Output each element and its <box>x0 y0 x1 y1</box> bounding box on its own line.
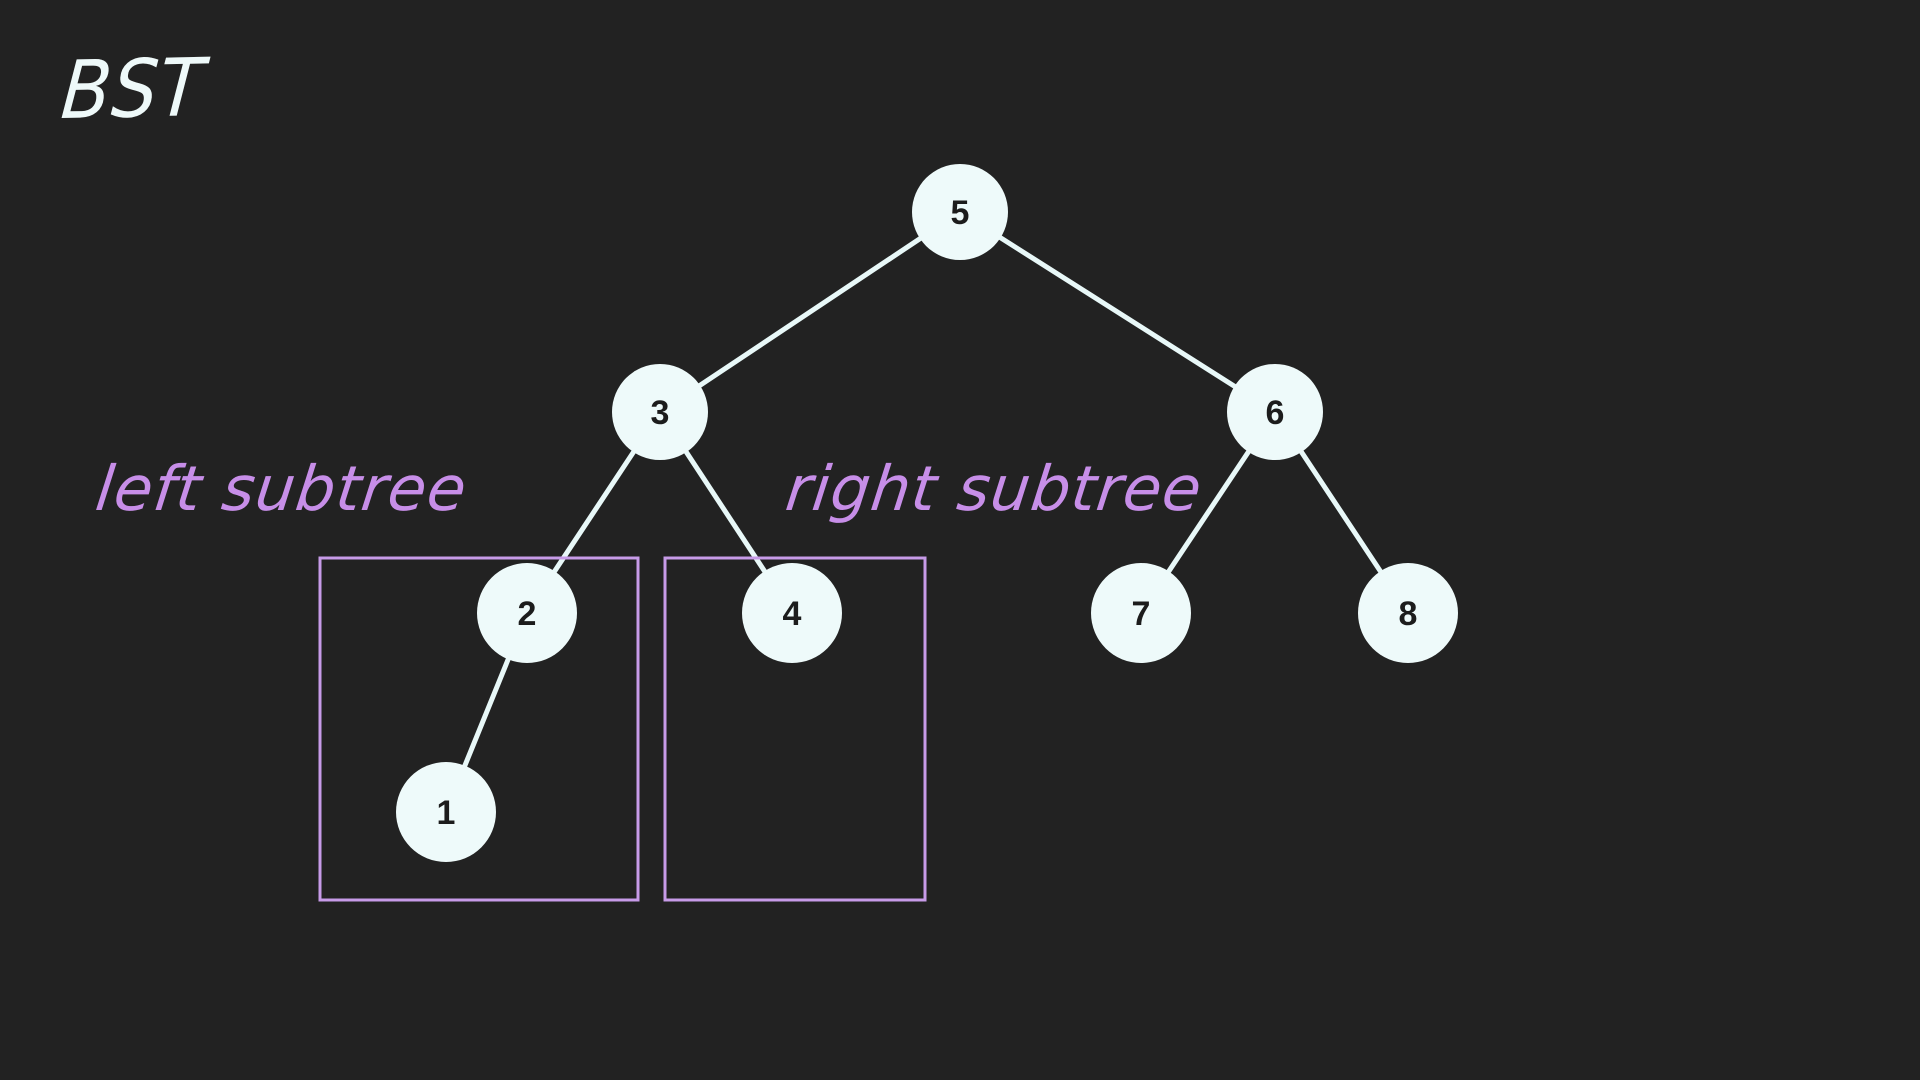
node-label-3: 3 <box>651 394 670 432</box>
node-circle-3[interactable] <box>612 364 708 460</box>
node-label-6: 6 <box>1266 394 1285 432</box>
node-label-1: 1 <box>437 794 456 832</box>
tree-nodes-group: 5 3 6 2 4 7 8 1 <box>396 164 1458 862</box>
node-label-5: 5 <box>951 194 970 232</box>
subtree-highlight-box-right <box>663 556 927 902</box>
annotation-right-subtree: right subtree <box>782 452 1207 525</box>
tree-node-3[interactable]: 3 <box>612 364 708 460</box>
tree-node-4[interactable]: 4 <box>742 563 842 663</box>
tree-node-2[interactable]: 2 <box>477 563 577 663</box>
node-label-7: 7 <box>1132 595 1151 633</box>
node-circle-6[interactable] <box>1227 364 1323 460</box>
node-circle-4[interactable] <box>742 563 842 663</box>
subtree-highlight-box-left <box>318 556 640 902</box>
node-circle-7[interactable] <box>1091 563 1191 663</box>
tree-edge-n5-n3 <box>657 209 963 415</box>
node-circle-8[interactable] <box>1358 563 1458 663</box>
tree-node-1[interactable]: 1 <box>396 762 496 862</box>
node-label-2: 2 <box>518 595 537 633</box>
tree-node-6[interactable]: 6 <box>1227 364 1323 460</box>
tree-node-5[interactable]: 5 <box>912 164 1008 260</box>
node-label-8: 8 <box>1399 595 1418 633</box>
tree-node-8[interactable]: 8 <box>1358 563 1458 663</box>
node-circle-1[interactable] <box>396 762 496 862</box>
subtree-highlight-boxes-group <box>318 556 927 902</box>
node-circle-2[interactable] <box>477 563 577 663</box>
annotation-left-subtree: left subtree <box>92 452 472 525</box>
page-title: BST <box>58 41 209 138</box>
node-circle-5[interactable] <box>912 164 1008 260</box>
node-label-4: 4 <box>783 595 802 633</box>
tree-node-7[interactable]: 7 <box>1091 563 1191 663</box>
tree-edge-n5-n6 <box>957 209 1278 415</box>
